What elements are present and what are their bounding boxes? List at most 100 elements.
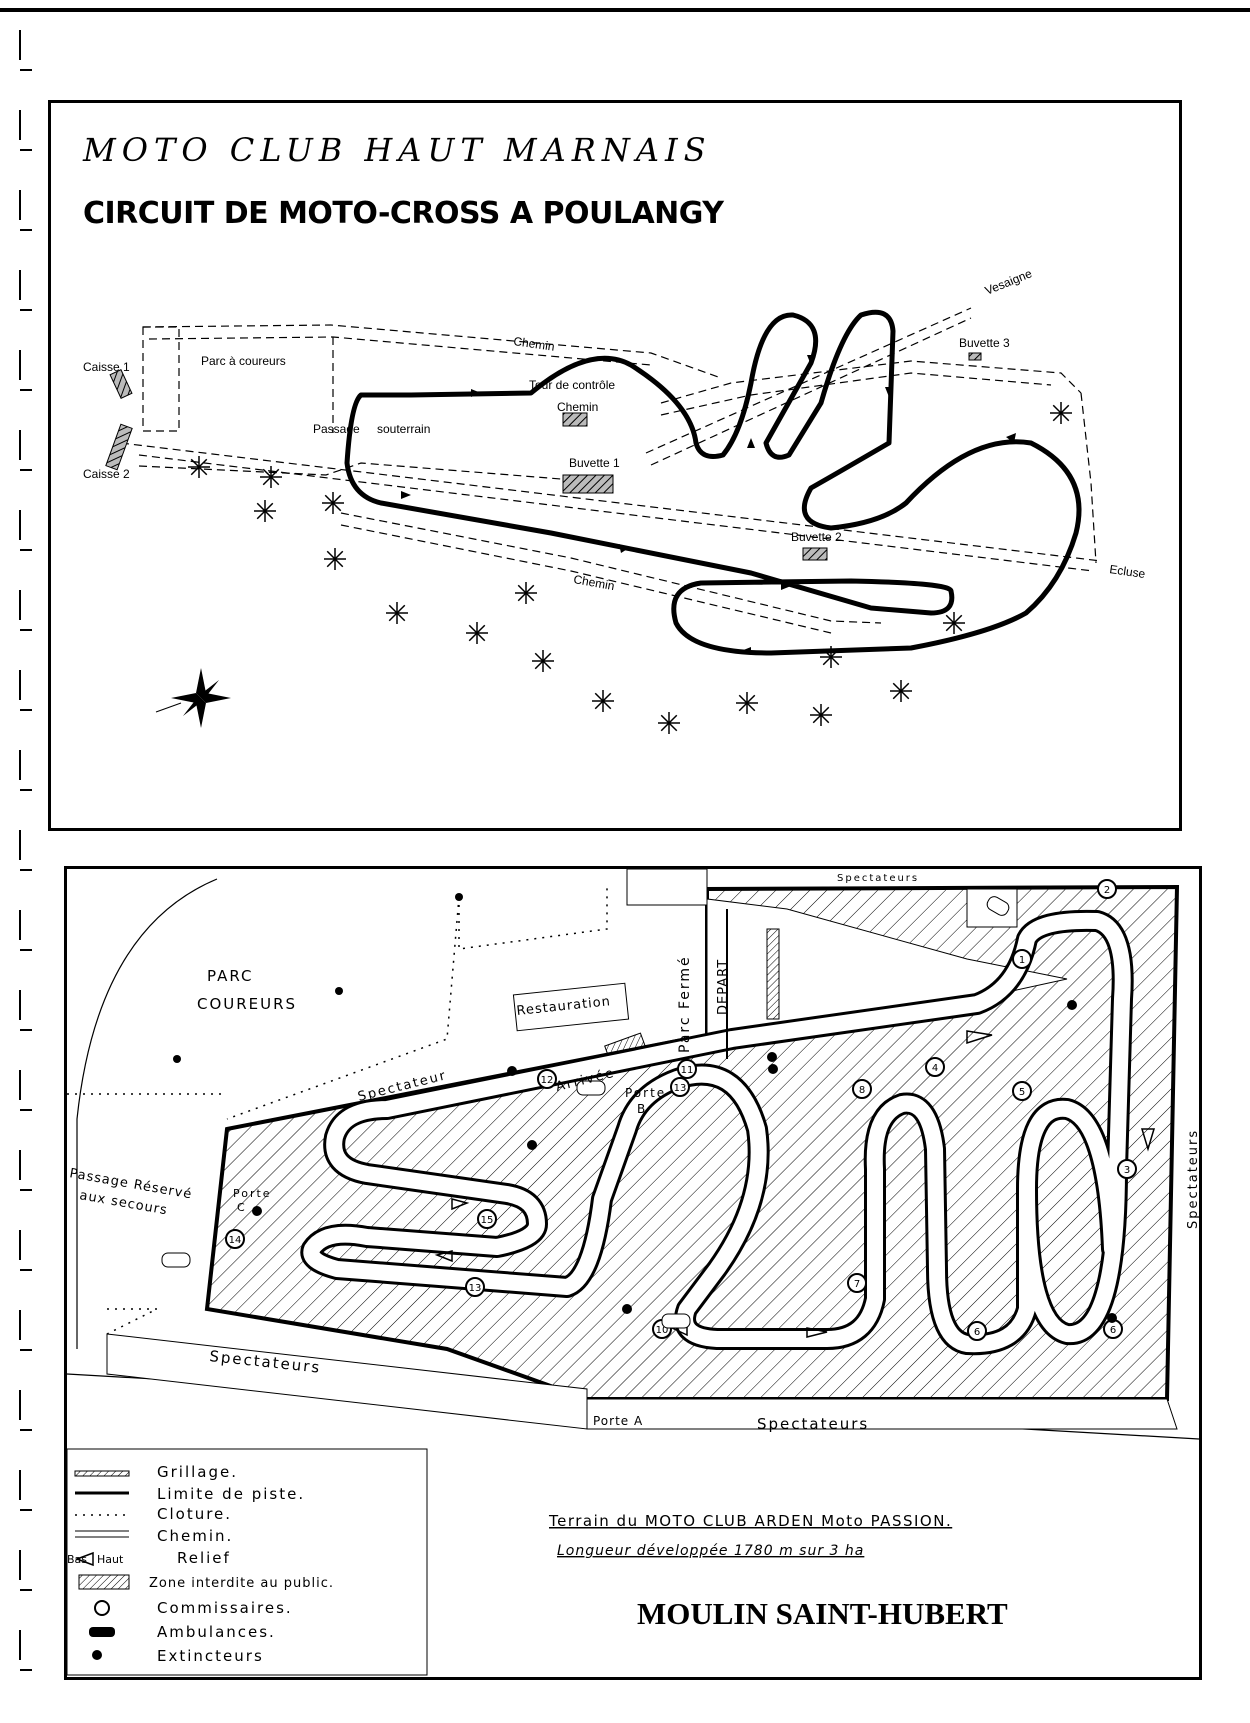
tree-icon [943, 612, 965, 634]
tree-icon [592, 690, 614, 712]
commissaire-marker-number: 3 [1124, 1165, 1130, 1176]
poulangy-map-drawing: MOTO CLUB HAUT MARNAIS CIRCUIT DE MOTO-C… [82, 131, 1147, 734]
commissaire-marker-number: 6 [1110, 1325, 1116, 1336]
depart-label: DEPART [716, 959, 731, 1015]
legend-grillage: Grillage. [157, 1463, 238, 1481]
legend-grillage-swatch [74, 1470, 130, 1477]
legend-limite: Limite de piste. [157, 1485, 305, 1503]
tree-icon [532, 650, 554, 672]
commissaire-marker: 13 [670, 1077, 690, 1097]
top-rule [0, 8, 1250, 12]
commissaire-marker-number: 2 [1104, 885, 1110, 896]
tree-icon [188, 456, 210, 478]
ecluse-label: Ecluse [1109, 562, 1147, 581]
poulangy-track [344, 309, 1082, 656]
legend-relief-haut: Haut [97, 1553, 124, 1566]
buvette-1-building [562, 474, 614, 494]
commissaire-marker: 3 [1117, 1159, 1137, 1179]
legend-commissaires: Commissaires. [157, 1599, 293, 1617]
commissaire-marker-number: 15 [481, 1215, 494, 1226]
caisse-2-building [105, 423, 133, 471]
commissaire-marker-number: 11 [681, 1065, 694, 1076]
track-arrows [434, 1030, 1156, 1338]
restauration-building [512, 982, 630, 1032]
legend-extincteurs: Extincteurs [157, 1647, 264, 1665]
buvette-2-building [802, 547, 828, 561]
track-arrows [401, 355, 1016, 655]
legend-ambulances: Ambulances. [157, 1623, 276, 1641]
chemin-lines [120, 307, 1102, 634]
tree-icon [324, 548, 346, 570]
compass-rose-icon [155, 668, 231, 728]
commissaire-marker: 14 [225, 1229, 245, 1249]
passage-label: Passage [313, 422, 360, 436]
commissaire-marker-number: 8 [859, 1085, 865, 1096]
caisse-1-label: Caisse 1 [83, 360, 130, 374]
poulangy-map: MOTO CLUB HAUT MARNAIS CIRCUIT DE MOTO-C… [48, 100, 1182, 831]
commissaire-icon [94, 1600, 110, 1616]
spectateurs-bottom-label: Spectateurs [757, 1415, 869, 1433]
commissaire-marker: 2 [1097, 879, 1117, 899]
parc-label: PARC [207, 967, 254, 985]
porte-a-label: Porte A [593, 1414, 643, 1428]
site-title: MOULIN SAINT-HUBERT [637, 1596, 1008, 1631]
caisse-1-building [109, 369, 133, 399]
commissaire-marker: 12 [537, 1069, 557, 1089]
parc-ferme-label: Parc Fermé [677, 955, 693, 1053]
souterrain-label: souterrain [377, 422, 430, 436]
legend-zone-swatch [78, 1574, 130, 1590]
commissaire-marker-number: 7 [854, 1279, 860, 1290]
tree-icon [386, 602, 408, 624]
commissaire-marker: 7 [847, 1273, 867, 1293]
legend-zone: Zone interdite au public. [149, 1576, 334, 1591]
chemin-bottom-label: Chemin [572, 572, 615, 593]
longueur-line: Longueur développée 1780 m sur 3 ha [557, 1543, 864, 1559]
control-tower-label: Tour de contrôle [529, 378, 615, 392]
caisse-2-label: Caisse 2 [83, 467, 130, 481]
legend-cloture: Cloture. [157, 1505, 232, 1523]
legend-box [67, 1448, 428, 1676]
commissaire-marker-number: 13 [674, 1083, 687, 1094]
spectateurs-right-label: Spectateurs [1186, 1129, 1199, 1229]
buvette-3-building [968, 352, 982, 361]
tree-icon [466, 622, 488, 644]
commissaire-marker-number: 10 [656, 1325, 669, 1336]
commissaire-marker: 13 [465, 1277, 485, 1297]
tree-icon [736, 692, 758, 714]
commissaire-marker: 11 [677, 1059, 697, 1079]
extinguisher-dots [173, 893, 1117, 1323]
commissaire-marker-number: 13 [469, 1283, 482, 1294]
commissaire-marker: 4 [925, 1057, 945, 1077]
commissaire-marker: 15 [477, 1209, 497, 1229]
tree-icon [820, 646, 842, 668]
tree-icon [1050, 402, 1072, 424]
commissaire-marker-number: 4 [932, 1063, 938, 1074]
tree-icon [658, 712, 680, 734]
porte-c-letter: C [237, 1201, 247, 1214]
parc-coureurs-label: Parc à coureurs [201, 354, 286, 368]
legend-chemin: Chemin. [157, 1527, 233, 1545]
commissaire-marker-number: 1 [1019, 955, 1025, 966]
binding-marks [19, 30, 32, 1671]
cloture-lines [67, 887, 608, 1335]
relief-arrow-icon [74, 1551, 94, 1567]
tree-icon [322, 492, 344, 514]
tree-icon [810, 704, 832, 726]
buvette-3-label: Buvette 3 [959, 336, 1010, 350]
porte-b-letter: B [637, 1102, 647, 1116]
commissaire-marker: 8 [852, 1079, 872, 1099]
commissaire-marker-number: 14 [229, 1235, 242, 1246]
buvette-2-label: Buvette 2 [791, 530, 842, 544]
commissaire-marker: 5 [1012, 1081, 1032, 1101]
tree-icon [890, 680, 912, 702]
tree-icon [260, 466, 282, 488]
commissaire-marker: 6 [967, 1321, 987, 1341]
legend-relief: Relief [177, 1549, 231, 1567]
commissaire-marker-number: 12 [541, 1075, 554, 1086]
circuit-title: CIRCUIT DE MOTO-CROSS A POULANGY [83, 196, 725, 231]
tree-icon [515, 582, 537, 604]
buvette-1-label: Buvette 1 [569, 456, 620, 470]
